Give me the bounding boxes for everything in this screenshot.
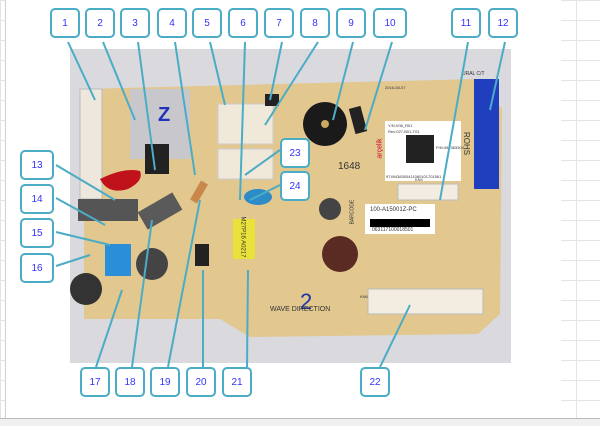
pcb-photo: Z 2 WAVE DIRECTION ROHS arçelik Y/N:V06_… (70, 49, 511, 363)
callout-6: 6 (228, 8, 258, 38)
capacitor-big (322, 236, 358, 272)
handwritten-z: Z (158, 104, 171, 126)
callout-15: 15 (20, 218, 54, 248)
electrolytic-small (348, 105, 368, 135)
callout-3: 3 (120, 8, 150, 38)
callout-13: 13 (20, 150, 54, 180)
label-serial: 9749438300411060101701561 (386, 174, 442, 179)
bridge-rectifier (78, 199, 138, 221)
callout-8: 8 (300, 8, 330, 38)
date-text: 2016-08-07 (385, 85, 406, 90)
callout-16: 16 (20, 253, 54, 283)
silk-1648: 1648 (338, 161, 361, 172)
optocoupler (265, 94, 279, 106)
blue-relay (105, 244, 131, 276)
label-yn: Y/N:V06_R01 (388, 123, 413, 128)
blue-connector (474, 79, 499, 189)
transformer (233, 219, 255, 259)
pcb-drawing (70, 79, 502, 337)
barcode-title: 100-A15001Z-PC (370, 207, 417, 213)
callout-24: 24 (280, 171, 310, 201)
callout-19: 19 (150, 367, 180, 397)
qr-code (406, 135, 434, 163)
bottom-scrollbar[interactable] (0, 418, 600, 426)
callout-12: 12 (488, 8, 518, 38)
ic-20 (195, 244, 209, 266)
callout-20: 20 (186, 367, 216, 397)
callout-22: 22 (360, 367, 390, 397)
connector-22 (367, 288, 484, 315)
callout-21: 21 (222, 367, 252, 397)
capacitor-left (70, 273, 102, 305)
callout-10: 10 (373, 8, 407, 38)
callout-4: 4 (157, 8, 187, 38)
callout-18: 18 (115, 367, 145, 397)
label-rev: Rev:027-B01-T01 (388, 129, 420, 134)
callout-11: 11 (451, 8, 481, 38)
relay-1 (217, 103, 274, 145)
choke (137, 192, 183, 230)
callout-23: 23 (280, 138, 310, 168)
resistor (190, 180, 208, 204)
kn6-text: KN6 (360, 294, 368, 299)
handwritten-2: 2 (300, 289, 313, 314)
kn4-text: KN4 (415, 177, 423, 182)
wave-direction-text: WAVE DIRECTION (270, 306, 331, 313)
callout-5: 5 (192, 8, 222, 38)
x-capacitor (100, 170, 141, 191)
ural-text: URAL C/T (462, 71, 485, 77)
capacitor-c4 (319, 198, 341, 220)
callout-1: 1 (50, 8, 80, 38)
callout-14: 14 (20, 184, 54, 214)
barcode-number: 063117100018501 (372, 227, 414, 233)
callout-2: 2 (85, 8, 115, 38)
callout-17: 17 (80, 367, 110, 397)
regulator (145, 144, 169, 174)
callout-9: 9 (336, 8, 366, 38)
callout-7: 7 (264, 8, 294, 38)
